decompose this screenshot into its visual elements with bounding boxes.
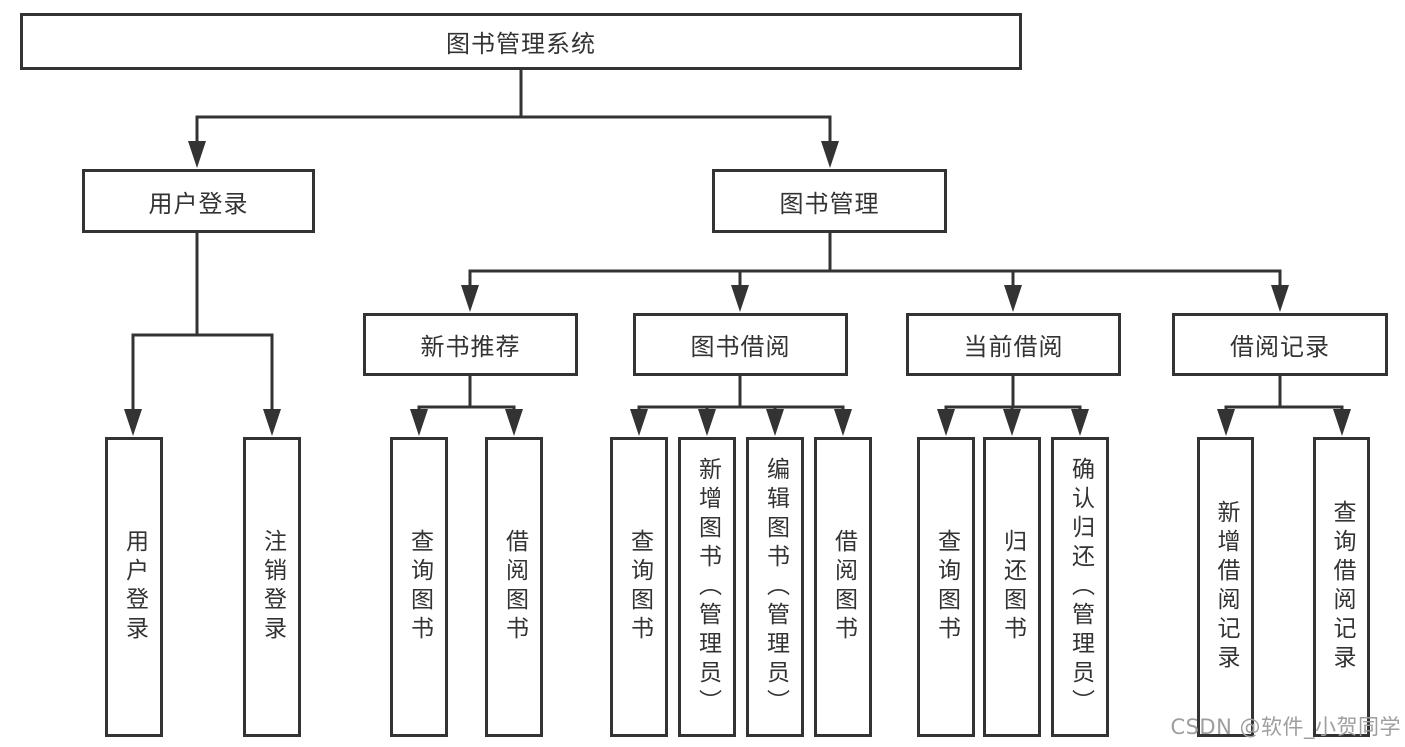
leaf-edit-book-admin: 编辑图书（管理员） [746,437,804,737]
leaf-query-books-2: 查询图书 [610,437,668,737]
node-new-book-recommend: 新书推荐 [363,313,578,376]
leaf-query-books-1: 查询图书 [390,437,448,737]
connector-bookborrow-to-leaves [637,376,845,416]
node-root-label: 图书管理系统 [446,30,596,58]
leaf-logout-label: 注销登录 [259,529,286,645]
leaf-user-login: 用户登录 [105,437,163,737]
node-user-login-label: 用户登录 [148,189,249,218]
leaf-add-book-admin: 新增图书（管理员） [678,437,736,737]
leaf-query-books-2-label: 查询图书 [626,529,653,645]
node-book-management-label: 图书管理 [779,189,880,218]
leaf-logout: 注销登录 [243,437,301,737]
leaf-query-borrow-record-label: 查询借阅记录 [1329,500,1355,674]
leaf-edit-book-admin-label: 编辑图书（管理员） [762,456,789,718]
leaf-borrow-books-2: 借阅图书 [814,437,872,737]
node-current-borrow-label: 当前借阅 [963,333,1064,361]
leaf-add-borrow-record: 新增借阅记录 [1197,437,1254,737]
watermark: CSDN @软件_小贺同学 [1170,715,1401,739]
node-current-borrow: 当前借阅 [906,313,1121,376]
node-root: 图书管理系统 [20,13,1022,70]
leaf-confirm-return-admin: 确认归还（管理员） [1051,437,1109,737]
leaf-return-book-label: 归还图书 [999,529,1026,645]
connector-currentborrow-to-leaves [944,376,1082,416]
leaf-query-books-3-label: 查询图书 [933,529,960,645]
node-borrow-records: 借阅记录 [1172,313,1388,376]
leaf-add-book-admin-label: 新增图书（管理员） [694,456,721,718]
node-book-borrow-label: 图书借阅 [690,333,791,361]
connector-root-to-level2 [195,70,832,148]
leaf-return-book: 归还图书 [983,437,1041,737]
connector-bookmgmt-to-level3 [468,233,1282,290]
leaf-query-borrow-record: 查询借阅记录 [1313,437,1370,737]
connector-userlogin-to-leaves [131,233,274,412]
connector-records-to-leaves [1224,376,1344,416]
node-book-management: 图书管理 [712,169,947,233]
leaf-confirm-return-admin-label: 确认归还（管理员） [1067,456,1094,718]
leaf-borrow-books-1: 借阅图书 [485,437,543,737]
node-user-login: 用户登录 [82,169,315,233]
leaf-query-books-1-label: 查询图书 [406,529,433,645]
node-book-borrow: 图书借阅 [633,313,848,376]
leaf-borrow-books-2-label: 借阅图书 [830,529,857,645]
leaf-user-login-label: 用户登录 [121,529,148,645]
leaf-add-borrow-record-label: 新增借阅记录 [1213,500,1239,674]
node-new-book-recommend-label: 新书推荐 [420,333,521,361]
connector-newbook-to-leaves [417,376,516,416]
leaf-borrow-books-1-label: 借阅图书 [501,529,528,645]
leaf-query-books-3: 查询图书 [917,437,975,737]
node-borrow-records-label: 借阅记录 [1230,333,1330,361]
